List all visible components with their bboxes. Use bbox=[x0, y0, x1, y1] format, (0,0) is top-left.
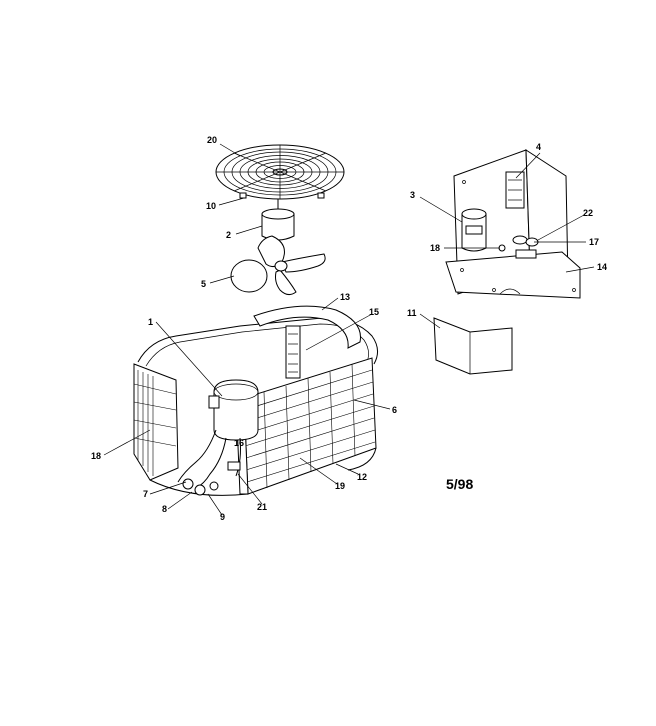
fan-blade bbox=[230, 235, 326, 296]
callout-16: 16 bbox=[234, 438, 244, 448]
capacitor bbox=[461, 208, 487, 252]
control-box bbox=[445, 149, 581, 299]
callout-18-cabinet: 18 bbox=[91, 451, 101, 461]
callout-4: 4 bbox=[536, 142, 541, 152]
compressor bbox=[208, 379, 259, 441]
callout-11: 11 bbox=[407, 308, 417, 318]
access-panel bbox=[433, 317, 513, 375]
callout-1: 1 bbox=[148, 317, 153, 327]
fan-guard-grille bbox=[215, 144, 345, 200]
callout-12: 12 bbox=[357, 472, 367, 482]
date-code: 5/98 bbox=[446, 476, 473, 492]
callout-8: 8 bbox=[162, 504, 167, 514]
callout-3: 3 bbox=[410, 190, 415, 200]
contactor bbox=[505, 171, 525, 209]
callout-9: 9 bbox=[220, 512, 225, 522]
callout-20: 20 bbox=[207, 135, 217, 145]
callout-21: 21 bbox=[257, 502, 267, 512]
right-coil-fins bbox=[243, 363, 376, 489]
left-coil-fins bbox=[133, 370, 177, 476]
relay-parts bbox=[498, 235, 539, 259]
callout-6: 6 bbox=[392, 405, 397, 415]
callout-17: 17 bbox=[589, 237, 599, 247]
top-cover-orifice bbox=[253, 305, 361, 349]
callout-labels: 20 10 2 5 3 4 22 17 18 14 11 13 15 1 6 1… bbox=[91, 135, 607, 522]
callout-2: 2 bbox=[226, 230, 231, 240]
refrigerant-tubing bbox=[177, 429, 241, 496]
callout-5: 5 bbox=[201, 279, 206, 289]
callout-10: 10 bbox=[206, 201, 216, 211]
callout-13: 13 bbox=[340, 292, 350, 302]
coil-label-panel bbox=[285, 325, 301, 379]
callout-22: 22 bbox=[583, 208, 593, 218]
callout-15: 15 bbox=[369, 307, 379, 317]
callout-7: 7 bbox=[143, 489, 148, 499]
callout-18-control: 18 bbox=[430, 243, 440, 253]
leader-lines bbox=[103, 143, 595, 516]
fan-motor bbox=[261, 199, 295, 241]
callout-19: 19 bbox=[335, 481, 345, 491]
callout-14: 14 bbox=[597, 262, 607, 272]
